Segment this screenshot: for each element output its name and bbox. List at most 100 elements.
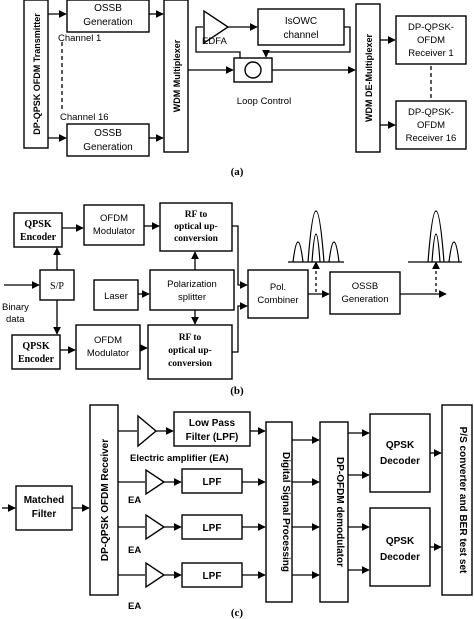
edfa-label: EDFA <box>202 36 227 47</box>
pol-split-label-2: splitter <box>178 292 206 303</box>
demodulator-block <box>319 421 349 603</box>
lpf-top-label-2: Filter (LPF) <box>186 432 239 443</box>
ofdm-modulator-bottom-block <box>75 324 141 370</box>
ea-amplifier-1 <box>137 414 158 448</box>
qpsk-decoder-1-block <box>369 413 431 493</box>
transmitter-block <box>23 0 49 149</box>
decoder-2-label-1: QPSK <box>386 536 415 547</box>
qpsk-top-label-1: QPSK <box>24 219 51 230</box>
ossb-generation-block-b <box>329 271 401 315</box>
panel-b-labels: QPSK Encoder OFDM Modulator RF to optica… <box>2 210 389 397</box>
qpsk-bottom-label-2: Encoder <box>18 354 55 365</box>
rf-bottom-label-3: conversion <box>168 359 213 369</box>
receiver-16-label-1: DP-QPSK- <box>408 107 454 118</box>
spectrum-dsb <box>288 210 344 263</box>
lpf-3-label: LPF <box>203 523 222 534</box>
qpsk-bottom-label-1: QPSK <box>22 341 49 352</box>
ossb-top-label-1: OSSB <box>94 3 122 14</box>
lpf-2-block <box>181 468 243 494</box>
rf-bottom-label-1: RF to <box>179 333 202 343</box>
demod-label: DP-OFDM demodulator <box>334 457 345 567</box>
receiver-16-block <box>395 100 467 150</box>
rf-top-label-3: conversion <box>174 234 219 244</box>
receiver-1-label-1: DP-QPSK- <box>408 22 454 33</box>
ps-converter-block <box>441 404 473 596</box>
receiver-block-c <box>89 404 119 596</box>
lpf-top-label-1: Low Pass <box>189 418 236 429</box>
ps-converter-label: P/S converter and BER test set <box>457 427 468 574</box>
binary-data-label-2: data <box>6 314 25 325</box>
ofdm-bottom-label-2: Modulator <box>87 348 129 359</box>
pol-comb-label-1: Pol. <box>270 282 286 293</box>
decoder-2-label-2: Decoder <box>380 552 420 563</box>
caption-c: (c) <box>231 607 244 619</box>
qpsk-top-label-2: Encoder <box>20 232 57 243</box>
wdm-demultiplexer-block <box>355 3 381 153</box>
decoder-1-label-2: Decoder <box>380 456 420 467</box>
laser-label: Laser <box>104 291 128 302</box>
ofdm-top-label-2: Modulator <box>93 226 135 237</box>
receiver-1-label-2: OFDM <box>417 35 445 46</box>
wdm-multiplexer-block <box>163 0 189 153</box>
receiver-c-label: DP-QPSK OFDM Receiver <box>100 439 111 561</box>
loop-control-circle <box>244 61 262 79</box>
edfa-amplifier <box>203 9 230 45</box>
ossb-top-label-2: Generation <box>83 17 132 28</box>
rf-top-label-1: RF to <box>185 210 208 220</box>
receiver-1-label-3: Receiver 1 <box>408 48 453 59</box>
sp-label: S/P <box>50 281 64 292</box>
decoder-1-label-1: QPSK <box>386 440 415 451</box>
matched-filter-block <box>15 485 73 531</box>
caption-a: (a) <box>231 166 244 178</box>
wdm-demux-label: WDM DE-Multiplexer <box>364 34 374 122</box>
ossb-b-label-2: Generation <box>341 294 388 305</box>
pol-split-label-1: Polarization <box>167 279 217 290</box>
transmitter-label: DP-QPSK OFDM Transmitter <box>32 13 42 135</box>
panel-c-labels: Matched Filter DP-QPSK OFDM Receiver Low… <box>24 418 468 619</box>
polarization-splitter-block <box>149 269 235 311</box>
receiver-1-block <box>395 15 467 65</box>
binary-data-label-1: Binary <box>2 302 29 313</box>
receiver-16-label-3: Receiver 16 <box>406 133 457 144</box>
isowc-label-2: channel <box>283 30 318 41</box>
ea-amplifier-4 <box>145 561 166 589</box>
matched-filter-label-2: Filter <box>32 509 57 520</box>
lpf-top-block <box>173 411 251 447</box>
channel-16-label: Channel 16 <box>60 112 109 123</box>
qpsk-decoder-2-block <box>369 507 431 587</box>
rf-optical-top-block <box>159 202 233 252</box>
panel-c <box>15 404 473 603</box>
ossb-generation-top-block <box>66 0 150 33</box>
panel-b <box>11 202 401 380</box>
ossb-bottom-label-2: Generation <box>83 142 132 153</box>
loop-control-label: Loop Control <box>237 96 291 107</box>
spectrum-ssb <box>408 210 462 263</box>
dsp-label: Digital Signal Processing <box>280 452 291 572</box>
ofdm-bottom-label-1: OFDM <box>94 335 122 346</box>
ossb-generation-bottom-block <box>66 123 150 157</box>
pol-comb-label-2: Combiner <box>257 295 298 306</box>
laser-block <box>93 279 139 311</box>
channel-1-label: Channel 1 <box>58 33 101 44</box>
ofdm-modulator-top-block <box>83 204 145 246</box>
ea-label-2: EA <box>128 495 141 506</box>
wdm-mux-label: WDM Multiplexer <box>172 39 182 112</box>
ossb-b-label-1: OSSB <box>352 281 378 292</box>
isowc-label-1: IsOWC <box>285 16 317 27</box>
ofdm-top-label-1: OFDM <box>100 213 128 224</box>
ea-amplifier-3 <box>145 513 166 541</box>
ea-label-1: Electric amplifier (EA) <box>130 453 229 464</box>
qpsk-encoder-bottom-block <box>11 334 61 370</box>
caption-b: (b) <box>230 385 244 397</box>
rf-bottom-label-2: optical up- <box>168 346 212 356</box>
panel-a-labels: DP-QPSK OFDM Transmitter OSSB Generation… <box>32 3 456 178</box>
lpf-2-label: LPF <box>203 477 222 488</box>
ossb-bottom-label-1: OSSB <box>94 128 122 139</box>
lpf-4-label: LPF <box>203 571 222 582</box>
qpsk-encoder-top-block <box>13 212 63 248</box>
rf-top-label-2: optical up- <box>174 222 218 232</box>
ea-label-3: EA <box>128 545 141 556</box>
pol-combiner-block <box>247 269 309 319</box>
ea-label-4: EA <box>128 601 141 612</box>
